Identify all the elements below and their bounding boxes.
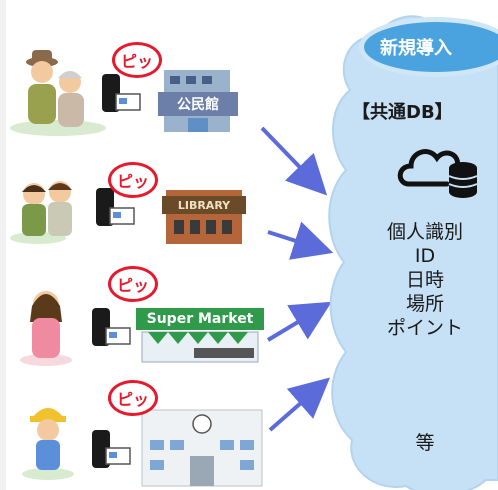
arrow-2 (267, 221, 334, 260)
row-school: ピッ (8, 372, 278, 490)
field-personal-id: 個人識別 (386, 221, 463, 243)
elderly-couple-illustration (10, 50, 238, 136)
arrow-1 (260, 126, 328, 196)
row-library: ピッ LIBRARY (8, 148, 278, 248)
pip-bubble-3: ピッ (108, 266, 158, 302)
children-illustration (10, 181, 246, 244)
common-db-title: 【共通DB】 (352, 102, 453, 123)
pip-bubble-2: ピッ (108, 162, 158, 198)
library-sign: LIBRARY (177, 198, 231, 212)
new-introduction-badge: 新規導入 (364, 22, 498, 72)
field-location: 場所 (405, 293, 444, 315)
pip-bubble-4: ピッ (108, 380, 158, 416)
field-points: ポイント (386, 317, 463, 339)
woman-illustration (20, 291, 264, 366)
schoolchild-illustration (22, 408, 263, 487)
etc-label: 等 (415, 432, 435, 454)
db-field-list: 個人識別 ID 日時 場所 ポイント (340, 220, 498, 340)
arrow-4 (268, 377, 331, 432)
supermarket-sign: Super Market (146, 311, 254, 327)
row-community-center: ピッ 公民館 (8, 36, 278, 136)
community-center-sign: 公民館 (177, 97, 219, 113)
left-border (0, 0, 6, 490)
field-datetime: 日時 (405, 269, 444, 291)
arrow-3 (266, 301, 332, 342)
row-supermarket: ピッ Super Market (8, 260, 278, 366)
cloud-shape (328, 15, 498, 490)
cloud-database-icon (397, 149, 478, 198)
pip-bubble-1: ピッ (112, 42, 162, 78)
field-id: ID (414, 245, 436, 267)
